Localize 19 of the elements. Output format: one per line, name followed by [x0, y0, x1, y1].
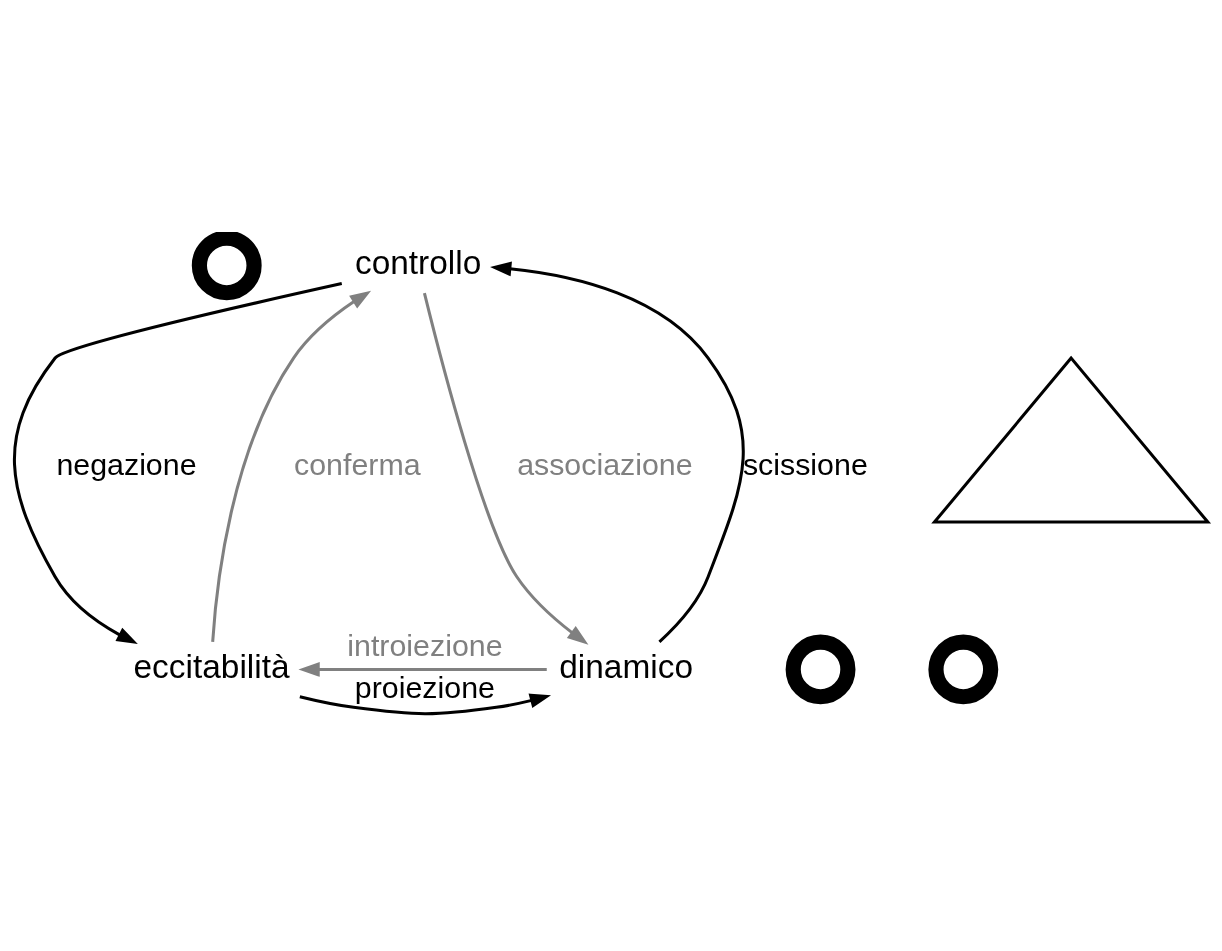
- edge-label: conferma: [294, 447, 421, 481]
- edge-label: negazione: [56, 447, 197, 481]
- node-circle: [785, 633, 856, 704]
- edge-label: scissione: [742, 447, 868, 481]
- edge-label: proiezione: [354, 670, 495, 704]
- node-circle: [191, 231, 262, 300]
- edge-label: introiezione: [347, 628, 503, 662]
- arrow: [422, 292, 589, 645]
- node-text: dinamico: [559, 647, 693, 685]
- arrow: [299, 693, 552, 715]
- arrow: [211, 290, 372, 642]
- node-triangle: [931, 355, 1212, 524]
- arrow: [298, 661, 547, 677]
- arrow: [13, 281, 343, 644]
- edge-label: associazione: [517, 447, 693, 481]
- arrow: [490, 260, 745, 643]
- node-circle: [928, 633, 999, 704]
- node-text: eccitabilità: [133, 647, 290, 685]
- node-text: controllo: [354, 243, 482, 281]
